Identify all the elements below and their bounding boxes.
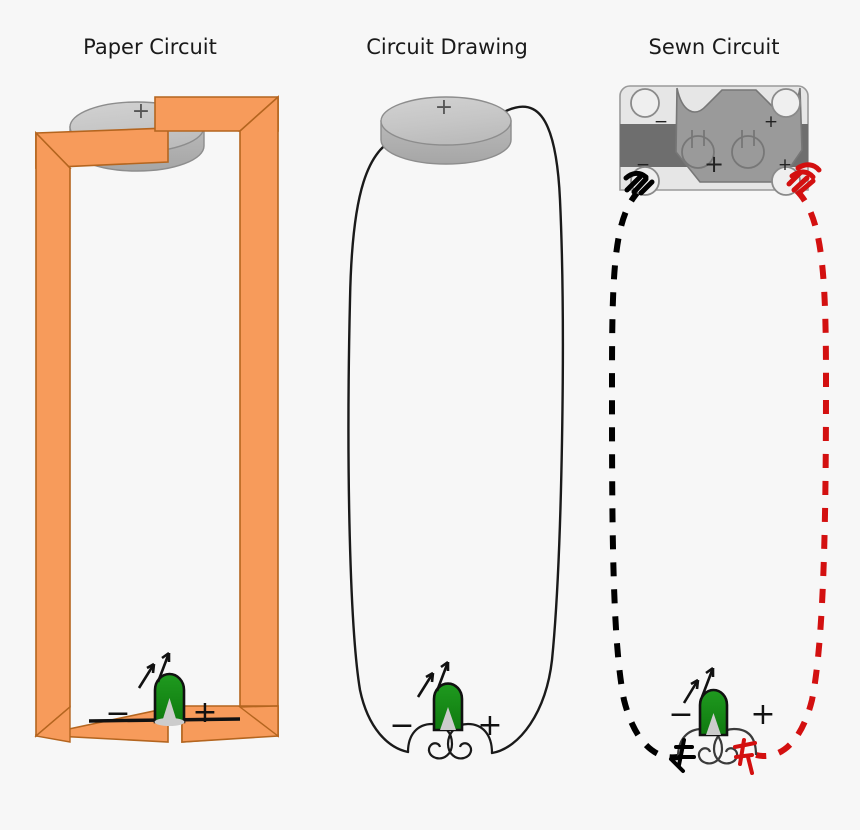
- sewable-battery-holder: + − + − +: [619, 85, 809, 196]
- holder-mark-top-right: +: [764, 112, 778, 132]
- led-curled-legs-drawing: [406, 722, 494, 760]
- led-base: [154, 718, 185, 726]
- copper-tape-left-strip: [35, 131, 71, 738]
- sewing-hole-top-right: [771, 88, 801, 118]
- stitch-knot-positive: [786, 162, 822, 195]
- sewing-hole-top-left: [630, 88, 660, 118]
- led-dome: [698, 688, 729, 737]
- stitch-led-negative: [669, 738, 696, 773]
- copper-tape-right: [154, 95, 279, 743]
- holder-mark-top-left: −: [654, 112, 668, 132]
- led-curled-legs-sewn: [676, 727, 758, 765]
- led-leg-spiral-right: [712, 727, 758, 765]
- circuit-drawing-battery: +: [380, 95, 512, 165]
- sewn-circuit-negative-label: −: [668, 697, 693, 732]
- led-leg-spiral-left: [406, 722, 454, 760]
- copper-tape-fold-bottom-right: [237, 705, 279, 738]
- circuit-drawing-panel: + − +: [347, 95, 565, 760]
- battery-plus-label: +: [132, 99, 150, 124]
- paper-circuit-positive-label: +: [192, 695, 217, 730]
- copper-tape-fold-bottom-left-2: [34, 705, 71, 743]
- led-reflector: [440, 707, 456, 730]
- wire-positive-drawing: [490, 105, 565, 755]
- panel-title-paper-circuit: Paper Circuit: [83, 35, 217, 59]
- led-leg-spiral-left: [676, 727, 724, 765]
- paper-circuit-negative-label: −: [105, 696, 130, 731]
- holder-mark-bottom-left: −: [636, 155, 650, 175]
- paper-circuit-led: [153, 672, 186, 726]
- led-reflector: [706, 713, 721, 735]
- panel-title-circuit-drawing: Circuit Drawing: [366, 35, 528, 59]
- battery-plus-label: +: [435, 95, 453, 120]
- panel-title-sewn-circuit: Sewn Circuit: [648, 35, 779, 59]
- led-light-rays-drawing: [416, 660, 450, 698]
- stitch-led-positive: [733, 738, 757, 775]
- copper-tape-left: [34, 127, 169, 743]
- paper-circuit-panel: +: [34, 95, 279, 743]
- circuit-drawing-positive-label: +: [477, 708, 502, 743]
- holder-clip-contacts: [681, 130, 765, 169]
- conductive-thread-positive: [755, 187, 830, 759]
- sewn-circuit-positive-label: +: [750, 697, 775, 732]
- battery-top: [380, 96, 512, 146]
- led-light-rays-paper: [137, 651, 171, 689]
- copper-tape-right-strip: [239, 95, 279, 738]
- led-leg-spiral-right: [446, 722, 494, 760]
- sewn-circuit-led: [698, 688, 729, 737]
- wire-negative-drawing: [347, 135, 410, 754]
- led-dome: [432, 682, 464, 732]
- circuit-drawing-negative-label: −: [389, 708, 414, 743]
- conductive-thread-negative: [608, 187, 679, 761]
- led-light-rays-sewn: [682, 666, 715, 704]
- led-reflector: [162, 698, 177, 722]
- holder-mark-bottom-right: +: [778, 155, 792, 175]
- stitch-knot-negative: [623, 170, 655, 196]
- sewn-circuit-panel: + − + − +: [608, 85, 830, 775]
- holder-face-plus-label: +: [704, 150, 724, 178]
- circuit-drawing-led: [432, 682, 464, 732]
